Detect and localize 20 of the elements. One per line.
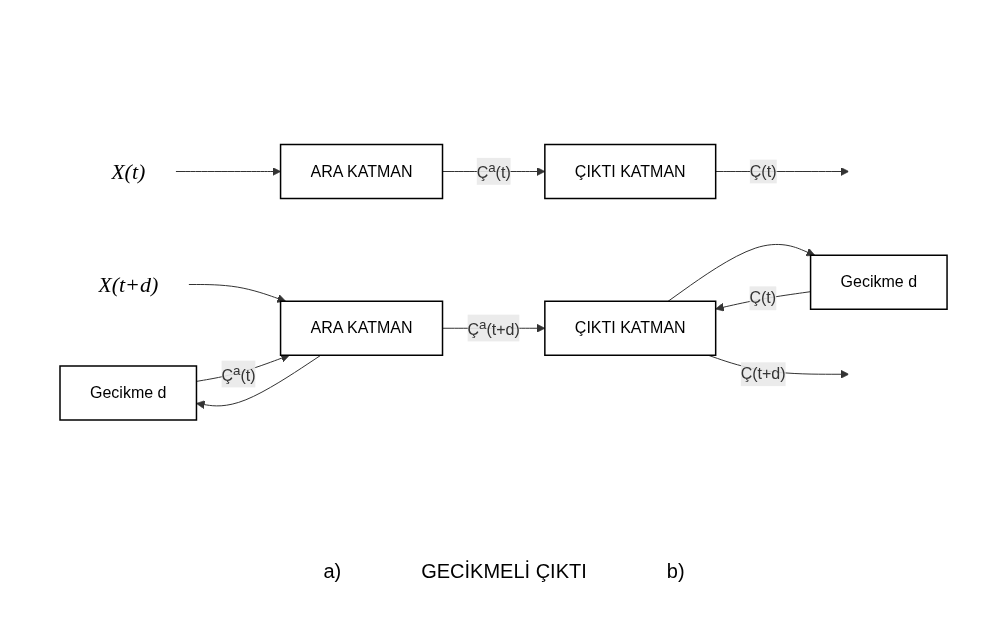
edge-label: Ç$^{a}$(t+d)	[467, 316, 521, 338]
node-box: Gecikme d	[810, 254, 949, 310]
edge-label: Ç(t)	[749, 289, 777, 307]
arrow	[175, 167, 282, 176]
node-box: ÇIKTI KATMAN	[544, 300, 717, 356]
node-text: X(t)	[111, 159, 146, 184]
node-box: Gecikme d	[59, 365, 198, 421]
arrow	[668, 243, 816, 302]
node-box: ARA KATMAN	[280, 143, 444, 200]
caption-label: GECİKMELİ ÇIKTI	[421, 560, 587, 583]
edge-label: Ç$^{a}$(t)	[477, 159, 512, 182]
caption-label: b)	[666, 560, 685, 583]
edge-label: Ç(t)	[750, 162, 777, 180]
node-box: ARA KATMAN	[280, 300, 444, 356]
node-box: ÇIKTI KATMAN	[544, 143, 717, 200]
edge-label: Ç$^{a}$(t)	[221, 362, 257, 384]
edge-label: Ç(t+d)	[741, 365, 787, 383]
caption-label: a)	[323, 560, 342, 583]
arrow	[188, 284, 287, 303]
node-text: X(t+d)	[98, 272, 159, 297]
